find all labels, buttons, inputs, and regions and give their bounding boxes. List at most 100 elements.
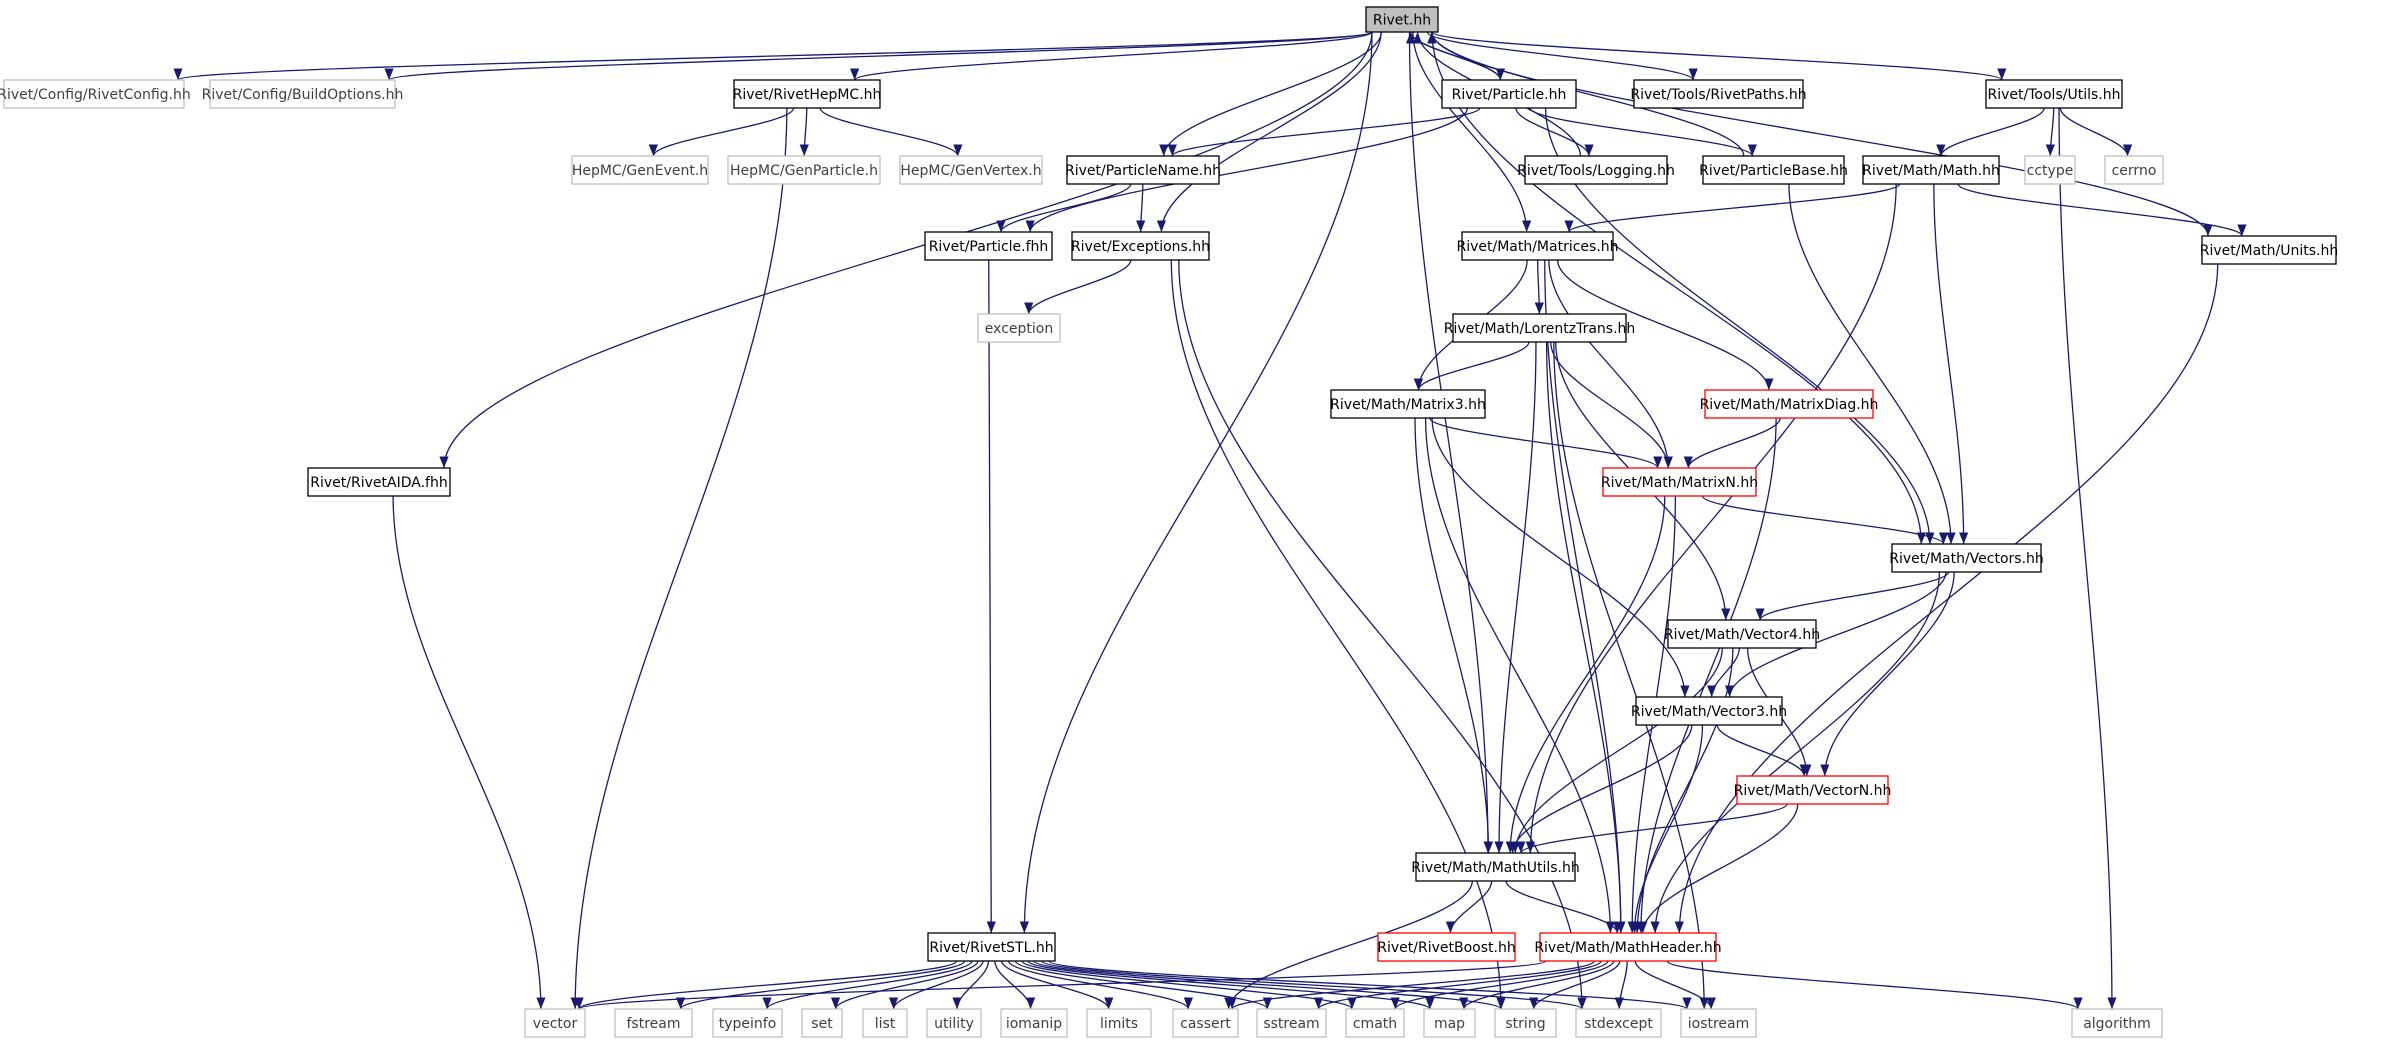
edge-vector3-to-vectorn [1716,724,1809,777]
node-buildoptions: Rivet/Config/BuildOptions.hh [202,79,404,109]
node-box-units [2201,235,2337,265]
node-box-set [801,1008,843,1038]
node-vector3[interactable]: Rivet/Math/Vector3.hh [1631,696,1787,726]
node-box-map [1423,1008,1476,1038]
node-lorentz[interactable]: Rivet/Math/LorentzTrans.hh [1444,313,1636,343]
node-label-set: set [811,1016,833,1032]
node-box-list [862,1008,908,1038]
node-box-matrices [1461,231,1614,261]
edge-rivet-to-buildoptions [385,31,1373,81]
node-genevent: HepMC/GenEvent.h [571,155,709,185]
node-logging[interactable]: Rivet/Tools/Logging.hh [1517,155,1675,185]
node-aidafhh[interactable]: Rivet/RivetAIDA.fhh [307,467,451,497]
node-matrices[interactable]: Rivet/Math/Matrices.hh [1456,231,1619,261]
node-box-cerrno [2104,155,2164,185]
node-mathheader[interactable]: Rivet/Math/MathHeader.hh [1534,932,1722,962]
node-label-particlename: Rivet/ParticleName.hh [1065,163,1221,179]
node-rivetpaths[interactable]: Rivet/Tools/RivetPaths.hh [1630,79,1807,109]
node-vector4[interactable]: Rivet/Math/Vector4.hh [1664,619,1820,649]
node-box-sstream [1256,1008,1327,1038]
node-label-sstream: sstream [1263,1016,1319,1032]
node-label-iomanip: iomanip [1006,1016,1062,1032]
node-genvertex: HepMC/GenVertex.h [899,155,1043,185]
node-box-cassert [1172,1008,1239,1038]
edge-particlename-to-exceptions [1136,183,1146,233]
edge-utils-to-cerrno [2059,107,2133,157]
edge-matrixn-to-mathutils [1505,495,1666,854]
node-algorithm: algorithm [2071,1008,2163,1038]
node-label-logging: Rivet/Tools/Logging.hh [1517,163,1675,179]
node-rivetstl[interactable]: Rivet/RivetSTL.hh [927,932,1056,962]
node-matrix3[interactable]: Rivet/Math/Matrix3.hh [1330,389,1486,419]
node-label-utils: Rivet/Tools/Utils.hh [1988,87,2121,103]
edge-mathheader-to-algorithm [1666,960,2083,1010]
edge-rivethepmc-to-genvertex [819,107,963,157]
node-particlename[interactable]: Rivet/ParticleName.hh [1065,155,1221,185]
node-box-genparticle [727,155,881,185]
node-label-exceptions: Rivet/Exceptions.hh [1071,239,1210,255]
edge-rivet-to-rivethepmc [850,31,1373,81]
node-mathhh[interactable]: Rivet/Math/Math.hh [1862,155,2000,185]
node-sstream: sstream [1256,1008,1327,1038]
node-label-algorithm: algorithm [2083,1016,2151,1032]
node-rivetboost[interactable]: Rivet/RivetBoost.hh [1377,932,1516,962]
node-label-list: list [875,1016,896,1032]
node-exceptions[interactable]: Rivet/Exceptions.hh [1071,231,1210,261]
node-mathutils[interactable]: Rivet/Math/MathUtils.hh [1411,852,1580,882]
node-particlefhh[interactable]: Rivet/Particle.fhh [924,231,1053,261]
edge-rivetstl-to-utility [952,960,990,1010]
node-box-vectorn [1736,775,1889,805]
node-label-utility: utility [934,1016,974,1032]
edge-rivetstl-to-typeinfo [762,960,973,1010]
edge-vectorn-to-mathheader [1638,803,1799,934]
node-label-mathheader: Rivet/Math/MathHeader.hh [1534,940,1721,956]
edge-matrices-to-matrixdiag [1556,259,1774,391]
edge-vectors-to-vectorn [1820,571,1955,777]
edge-rivet-to-matrices [1412,31,1532,233]
edge-particlefhh-to-rivetstl [986,259,996,934]
node-utils[interactable]: Rivet/Tools/Utils.hh [1985,79,2123,109]
edge-vectors-to-mathheader [1650,571,1941,934]
node-rivet[interactable]: Rivet.hh [1365,6,1439,33]
node-box-particlename [1066,155,1220,185]
node-matrixn[interactable]: Rivet/Math/MatrixN.hh [1601,467,1758,497]
node-map: map [1423,1008,1476,1038]
node-label-mathutils: Rivet/Math/MathUtils.hh [1411,860,1580,876]
node-label-mathhh: Rivet/Math/Math.hh [1862,163,2000,179]
node-matrixdiag[interactable]: Rivet/Math/MatrixDiag.hh [1700,389,1879,419]
node-label-vector3: Rivet/Math/Vector3.hh [1631,704,1787,720]
node-label-matrices: Rivet/Math/Matrices.hh [1456,239,1618,255]
node-particlebase[interactable]: Rivet/ParticleBase.hh [1699,155,1848,185]
node-units[interactable]: Rivet/Math/Units.hh [2200,235,2338,265]
node-label-buildoptions: Rivet/Config/BuildOptions.hh [202,87,404,103]
node-box-iomanip [1000,1008,1068,1038]
node-label-limits: limits [1100,1016,1138,1032]
edge-rivet-to-mathutils [1408,31,1493,854]
node-box-lorentz [1452,313,1627,343]
edge-rivetstl-to-fstream [676,960,966,1010]
node-fstream: fstream [614,1008,693,1038]
node-rivethepmc[interactable]: Rivet/RivetHepMC.hh [733,79,882,109]
node-label-genevent: HepMC/GenEvent.h [572,163,708,179]
node-label-cerrno: cerrno [2112,163,2157,179]
node-box-typeinfo [712,1008,783,1038]
node-iomanip: iomanip [1000,1008,1068,1038]
edge-rivetstl-to-iostream [1048,960,1692,1010]
edge-rivetstl-to-map [1027,960,1435,1010]
edge-rivet-to-exceptions [1156,31,1382,233]
node-box-cctype [2024,155,2076,185]
edge-rivet-to-units [1431,31,2213,237]
edge-rivetstl-to-vector [574,960,958,1010]
node-label-exception: exception [985,321,1053,337]
node-label-rivethepmc: Rivet/RivetHepMC.hh [733,87,882,103]
node-box-vector3 [1635,696,1783,726]
node-particle[interactable]: Rivet/Particle.hh [1441,79,1577,109]
edge-vector4-to-mathheader [1632,647,1734,934]
node-box-genevent [571,155,709,185]
node-label-genvertex: HepMC/GenVertex.h [900,163,1041,179]
node-vectorn[interactable]: Rivet/Math/VectorN.hh [1734,775,1892,805]
node-label-rivetstl: Rivet/RivetSTL.hh [929,940,1053,956]
node-box-mathutils [1415,852,1576,882]
node-vectors[interactable]: Rivet/Math/Vectors.hh [1889,543,2044,573]
